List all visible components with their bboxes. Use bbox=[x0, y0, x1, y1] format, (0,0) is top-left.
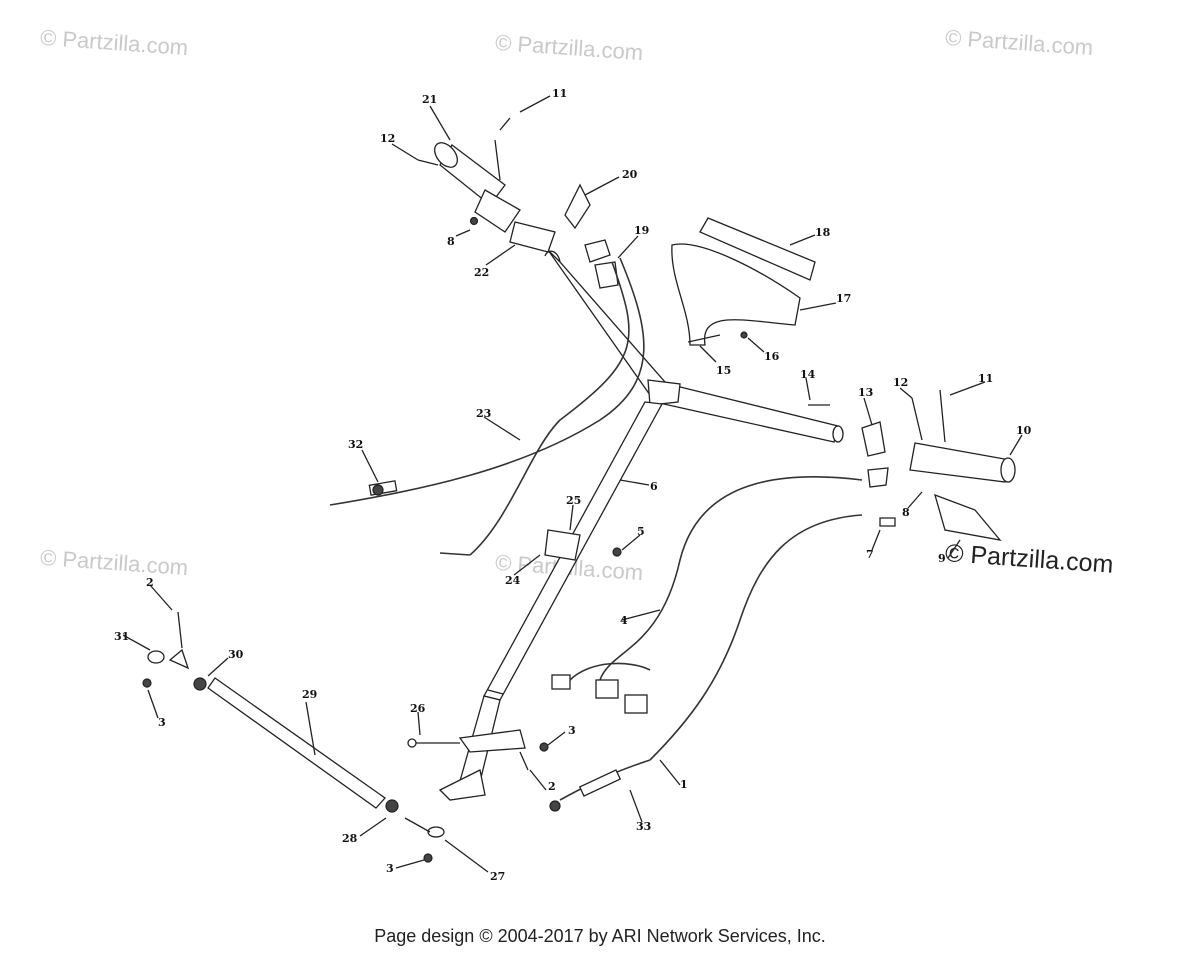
callout-11: 11 bbox=[552, 87, 567, 100]
callout-13: 13 bbox=[858, 386, 873, 399]
callout-25: 25 bbox=[566, 494, 581, 507]
callout-6: 6 bbox=[650, 480, 658, 493]
callout-26: 26 bbox=[410, 702, 426, 715]
callout-10: 10 bbox=[1016, 424, 1032, 437]
page-footer-copyright: Page design © 2004-2017 by ARI Network S… bbox=[374, 926, 826, 946]
cable-end-connector bbox=[549, 769, 622, 812]
callout-22: 22 bbox=[474, 266, 489, 279]
callout-23: 23 bbox=[476, 407, 491, 420]
callout-33: 33 bbox=[636, 820, 651, 833]
cable-connector bbox=[368, 480, 398, 496]
callout-3-center: 3 bbox=[568, 724, 576, 737]
exploded-parts-diagram: 11 12 21 8 22 20 19 18 17 15 16 14 13 12… bbox=[114, 87, 1032, 883]
callout-8: 8 bbox=[447, 235, 455, 248]
callout-24: 24 bbox=[505, 574, 521, 587]
callout-29: 29 bbox=[302, 688, 317, 701]
callout-17: 17 bbox=[836, 292, 851, 305]
callout-7: 7 bbox=[866, 548, 874, 561]
callout-18: 18 bbox=[815, 226, 831, 239]
mount-bracket bbox=[544, 529, 622, 561]
brake-lever bbox=[564, 183, 591, 230]
callout-19: 19 bbox=[634, 224, 649, 237]
right-grip-assembly bbox=[808, 389, 1016, 541]
callout-3-bottom: 3 bbox=[386, 862, 394, 875]
callout-20: 20 bbox=[622, 168, 638, 181]
cables bbox=[329, 257, 863, 801]
callout-31: 31 bbox=[114, 630, 129, 643]
callout-5: 5 bbox=[637, 525, 645, 538]
wire-harness bbox=[551, 662, 651, 714]
callout-21: 21 bbox=[422, 93, 437, 106]
callouts: 11 12 21 8 22 20 19 18 17 15 16 14 13 12… bbox=[114, 87, 1032, 883]
callout-2-left: 2 bbox=[146, 576, 154, 589]
throttle-switch bbox=[584, 239, 619, 289]
leader-lines bbox=[122, 95, 1023, 873]
callout-11-right: 11 bbox=[978, 372, 993, 385]
callout-2-center: 2 bbox=[548, 780, 556, 793]
tie-rod bbox=[142, 611, 549, 863]
handlebar-pad bbox=[671, 217, 816, 346]
callout-32: 32 bbox=[348, 438, 363, 451]
callout-8-right: 8 bbox=[902, 506, 910, 519]
callout-28: 28 bbox=[342, 832, 358, 845]
callout-12: 12 bbox=[380, 132, 395, 145]
callout-12-right: 12 bbox=[893, 376, 908, 389]
callout-16: 16 bbox=[764, 350, 780, 363]
column-bracket bbox=[407, 729, 529, 771]
callout-9: 9 bbox=[938, 552, 946, 565]
callout-14: 14 bbox=[800, 368, 816, 381]
callout-3-left: 3 bbox=[158, 716, 166, 729]
callout-27: 27 bbox=[490, 870, 505, 883]
callout-30: 30 bbox=[228, 648, 244, 661]
callout-15: 15 bbox=[716, 364, 731, 377]
callout-1: 1 bbox=[680, 778, 688, 791]
left-grip-assembly bbox=[417, 117, 556, 253]
callout-4: 4 bbox=[620, 614, 628, 627]
